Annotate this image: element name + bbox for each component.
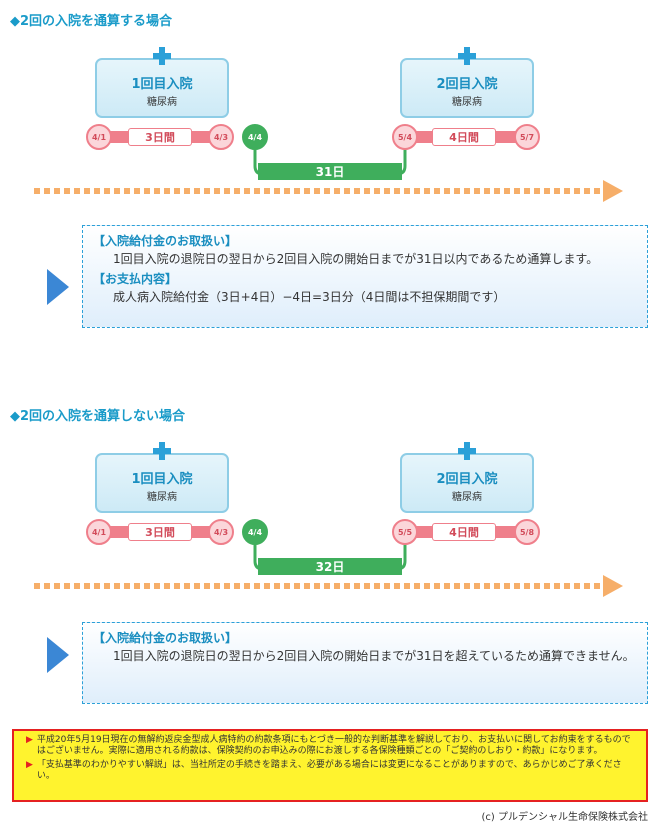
disclaimer-line: ▶ 「支払基準のわかりやすい解説」は、当社所定の手続きを踏まえ、必要がある場合に… [26, 760, 636, 782]
stay-disease: 糖尿病 [147, 492, 177, 503]
first-stay-box: 1回目入院 糖尿病 [95, 47, 229, 118]
bullet-arrow-icon: ▶ [26, 735, 33, 745]
stay1-days: 3日間 [128, 128, 192, 146]
stay1-end-date: 4/3 [208, 124, 234, 150]
pointer-triangle-icon [47, 637, 69, 673]
handling-text: 1回目入院の退院日の翌日から2回目入院の開始日までが31日を超えているため通算で… [113, 649, 635, 663]
stay1-start-date: 4/1 [86, 519, 112, 545]
stay-title: 2回目入院 [436, 77, 498, 92]
copyright: (c) プルデンシャル生命保険株式会社 [481, 812, 648, 823]
discharge-next-date: 4/4 [242, 124, 268, 150]
disclaimer-text: 平成20年5月19日現在の無解約返戻金型成人病特約の約款条項にもとづき一般的な判… [36, 735, 631, 756]
handling-heading: 【入院給付金のお取扱い】 [93, 631, 238, 645]
stay2-end-date: 5/7 [514, 124, 540, 150]
pointer-triangle-icon [47, 269, 69, 305]
disclaimer-text: 「支払基準のわかりやすい解説」は、当社所定の手続きを踏まえ、必要がある場合には変… [36, 760, 622, 781]
stay2-end-date: 5/8 [514, 519, 540, 545]
timeline-dots [34, 188, 610, 194]
section-not-merged: ◆2回の入院を通算しない場合 1回目入院 糖尿病 4/1 4/3 3日間 4/4… [0, 395, 660, 715]
section-merged: ◆2回の入院を通算する場合 1回目入院 糖尿病 4/1 4/3 3日間 4/4 … [0, 0, 660, 340]
timeline-arrow-icon [603, 180, 623, 202]
stay-disease: 糖尿病 [452, 97, 482, 108]
handling-heading: 【入院給付金のお取扱い】 [93, 234, 238, 248]
timeline-arrow-icon [603, 575, 623, 597]
gap-days: 32日 [258, 558, 402, 575]
handling-text: 1回目入院の退院日の翌日から2回目入院の開始日までが31日以内であるため通算しま… [113, 252, 599, 266]
payment-heading: 【お支払内容】 [93, 272, 178, 286]
disclaimer-line: ▶ 平成20年5月19日現在の無解約返戻金型成人病特約の約款条項にもとづき一般的… [26, 735, 636, 757]
second-stay-box: 2回目入院 糖尿病 [400, 47, 534, 118]
gap-days: 31日 [258, 163, 402, 180]
stay1-end-date: 4/3 [208, 519, 234, 545]
stay2-start-date: 5/4 [392, 124, 418, 150]
second-stay-box: 2回目入院 糖尿病 [400, 442, 534, 513]
stay2-days: 4日間 [432, 128, 496, 146]
payment-text: 成人病入院給付金（3日+4日）−4日=3日分（4日間は不担保期間です） [113, 290, 506, 304]
stay2-days: 4日間 [432, 523, 496, 541]
stay-title: 1回目入院 [131, 472, 193, 487]
stay2-start-date: 5/5 [392, 519, 418, 545]
stay-disease: 糖尿病 [452, 492, 482, 503]
first-stay-box: 1回目入院 糖尿病 [95, 442, 229, 513]
section-title: ◆2回の入院を通算しない場合 [10, 409, 186, 424]
disclaimer-box: ▶ 平成20年5月19日現在の無解約返戻金型成人病特約の約款条項にもとづき一般的… [12, 729, 648, 802]
section-title: ◆2回の入院を通算する場合 [10, 14, 173, 29]
stay1-days: 3日間 [128, 523, 192, 541]
hospital-cross-icon [153, 442, 171, 460]
discharge-next-date: 4/4 [242, 519, 268, 545]
stay-title: 1回目入院 [131, 77, 193, 92]
hospital-cross-icon [153, 47, 171, 65]
explanation-box: 【入院給付金のお取扱い】 1回目入院の退院日の翌日から2回目入院の開始日までが3… [82, 225, 648, 328]
explanation-box: 【入院給付金のお取扱い】 1回目入院の退院日の翌日から2回目入院の開始日までが3… [82, 622, 648, 704]
stay1-start-date: 4/1 [86, 124, 112, 150]
hospital-cross-icon [458, 47, 476, 65]
hospital-cross-icon [458, 442, 476, 460]
stay-title: 2回目入院 [436, 472, 498, 487]
bullet-arrow-icon: ▶ [26, 760, 33, 770]
stay-disease: 糖尿病 [147, 97, 177, 108]
timeline-dots [34, 583, 610, 589]
